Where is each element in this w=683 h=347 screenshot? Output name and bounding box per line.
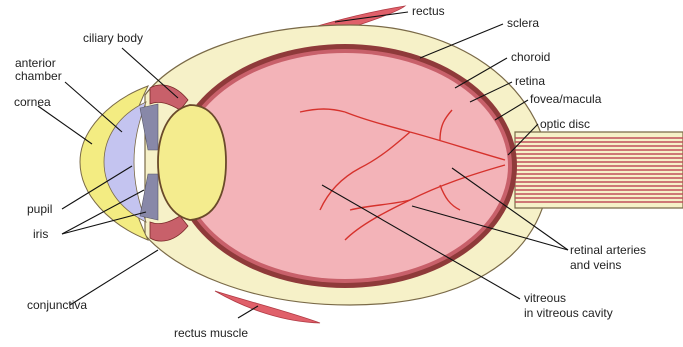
label-sclera: sclera bbox=[507, 16, 539, 30]
label-anterior-chamber-1: anterior bbox=[15, 56, 56, 70]
label-cornea: cornea bbox=[14, 95, 51, 109]
label-optic-disc: optic disc bbox=[540, 117, 590, 131]
vitreous-cavity bbox=[182, 53, 508, 279]
label-rectus: rectus bbox=[412, 4, 445, 18]
label-ciliary-body: ciliary body bbox=[83, 31, 143, 45]
label-iris: iris bbox=[33, 227, 48, 241]
label-retinal-vessels-2: and veins bbox=[570, 258, 621, 272]
lens bbox=[158, 105, 226, 220]
iris-upper bbox=[140, 104, 158, 150]
label-retinal-vessels-1: retinal arteries bbox=[570, 243, 646, 257]
leader-conjunctiva bbox=[70, 250, 158, 305]
label-fovea-macula: fovea/macula bbox=[530, 92, 602, 106]
leader-cornea bbox=[38, 106, 92, 144]
label-anterior-chamber-2: chamber bbox=[15, 69, 62, 83]
label-choroid: choroid bbox=[511, 50, 550, 64]
label-vitreous-2: in vitreous cavity bbox=[524, 306, 613, 320]
label-vitreous-1: vitreous bbox=[524, 291, 566, 305]
label-pupil: pupil bbox=[27, 202, 52, 216]
label-retina: retina bbox=[515, 74, 545, 88]
leader-rectus-muscle bbox=[238, 306, 258, 318]
label-conjunctiva: conjunctiva bbox=[27, 298, 87, 312]
label-rectus-muscle: rectus muscle bbox=[174, 326, 248, 340]
